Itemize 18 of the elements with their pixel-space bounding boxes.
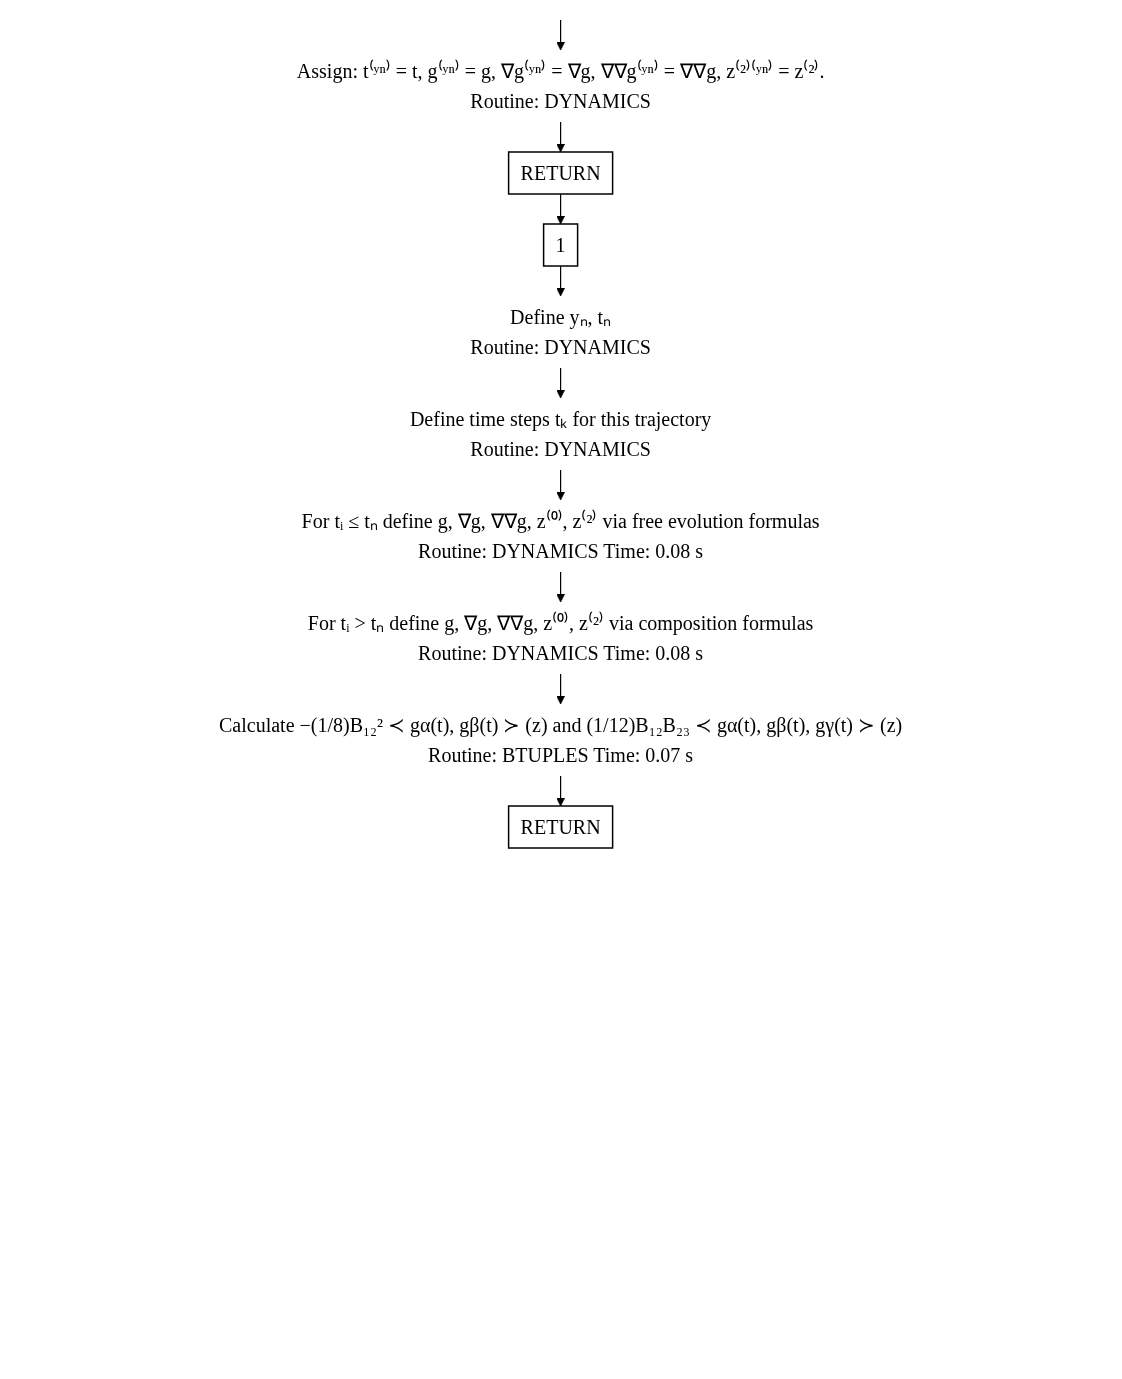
node-box: RETURN [508,805,614,849]
arrow [556,265,566,297]
node-text: For tᵢ > tₙ define g, ∇g, ∇∇g, z⁽⁰⁾, z⁽²⁾ via composition formulas Routine: DYNAMICS Time: 0.08 s [308,612,814,664]
arrow [556,469,566,501]
node-text: Calculate −(1/8)B₁₂² ≺ gα(t), gβ(t) ≻ (z) and (1/12)B₁₂B₂₃ ≺ gα(t), gβ(t), gγ(t) ≻ (z) Routine: BTUPLES Time: 0.07 s [219,714,903,766]
node-box: RETURN [508,151,614,195]
arrow [556,571,566,603]
node-text: Assign: t⁽ʸⁿ⁾ = t, g⁽ʸⁿ⁾ = g, ∇g⁽ʸⁿ⁾ = ∇g, ∇∇g⁽ʸⁿ⁾ = ∇∇g, z⁽²⁾⁽ʸⁿ⁾ = z⁽²⁾. Routine: DYNAMICS [297,60,825,112]
arrow [556,19,566,51]
node-text: Define yₙ, tₙ Routine: DYNAMICS [470,306,652,358]
node-text: For tᵢ ≤ tₙ define g, ∇g, ∇∇g, z⁽⁰⁾, z⁽²⁾ via free evolution formulas Routine: DYNAMICS Time: 0.08 s [301,510,821,562]
arrow [556,121,566,153]
node-text: Define time steps tₖ for this trajectory Routine: DYNAMICS [410,408,712,460]
arrow [556,193,566,225]
arrow [556,673,566,705]
node-box: 1 [543,223,579,267]
arrow [556,367,566,399]
arrow [556,775,566,807]
